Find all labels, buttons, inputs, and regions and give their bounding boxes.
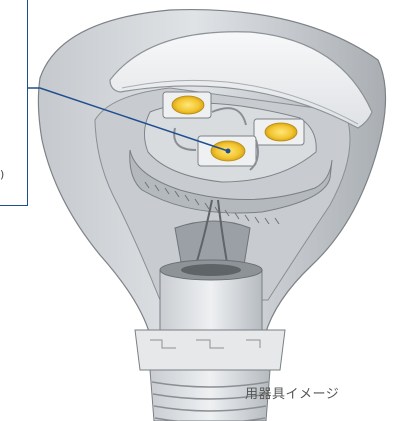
callout-leader-line: [28, 87, 229, 152]
screw-threads: [151, 381, 269, 421]
board-wires: [173, 107, 259, 171]
callout-box: [0, 0, 28, 206]
caption-text: 用器具イメージ: [245, 387, 340, 402]
socket: [159, 259, 263, 341]
heatsink-ring: [129, 149, 333, 214]
base-collar: [134, 329, 286, 371]
screw-base: [149, 369, 271, 421]
led-module-right: [253, 118, 305, 146]
led-module-top-left: [162, 91, 212, 119]
heatsink-fins: [144, 181, 280, 225]
dome-lens: [109, 31, 373, 129]
callout-edge-text: ): [0, 168, 5, 181]
